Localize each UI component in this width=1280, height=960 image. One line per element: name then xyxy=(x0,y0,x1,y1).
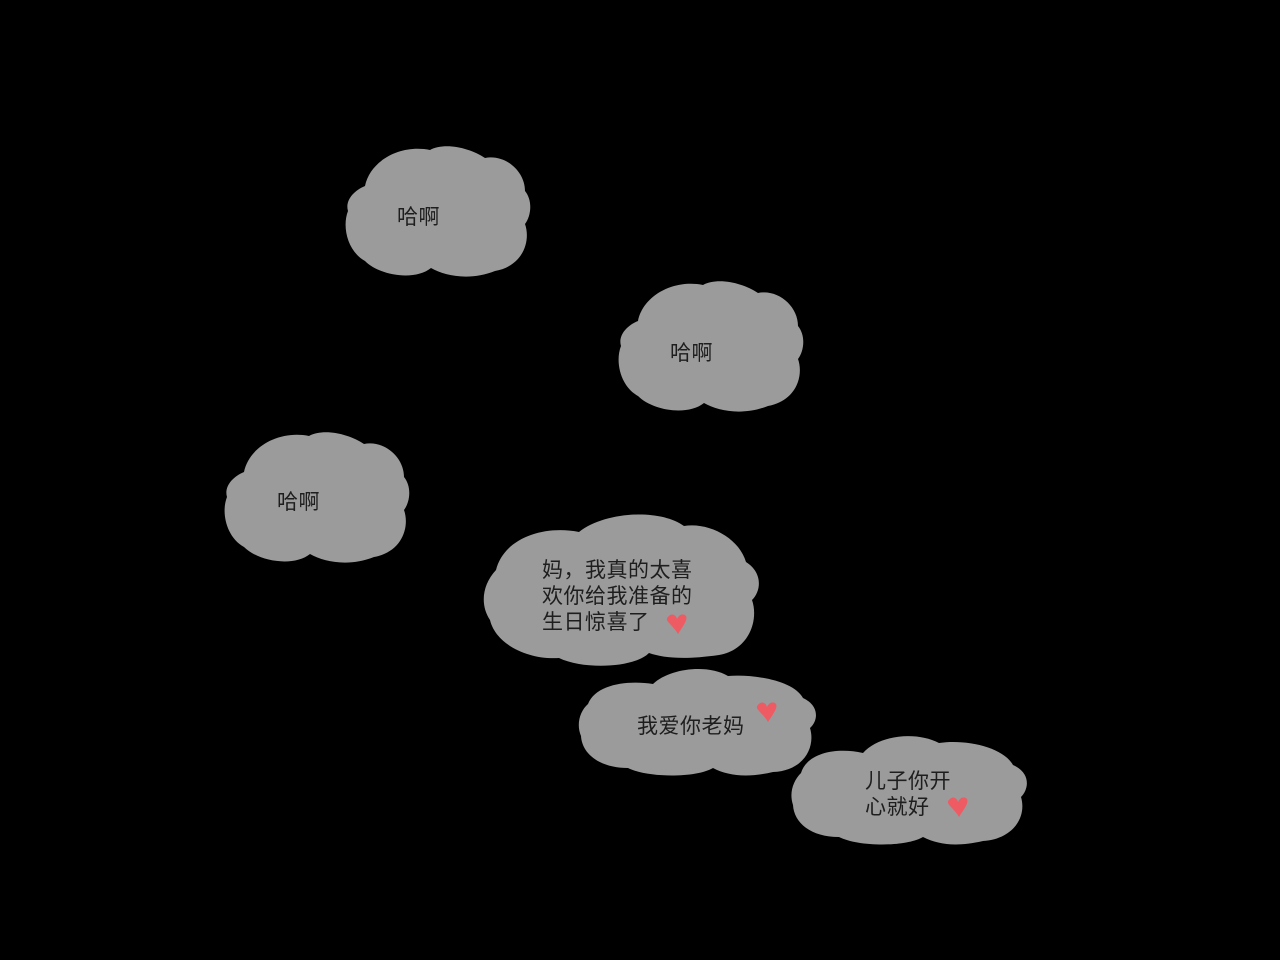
heart-icon xyxy=(756,702,777,722)
bubble-line: 生日惊喜了 xyxy=(542,610,650,634)
cloud-shape xyxy=(618,281,804,412)
heart-icon xyxy=(666,614,687,634)
speech-bubble-1: 哈啊 xyxy=(345,146,531,278)
speech-bubble-4: 妈，我真的太喜 欢你给我准备的 生日惊喜了 xyxy=(483,510,760,667)
bubble-line: 儿子你开 xyxy=(865,769,951,793)
bubble-text: 哈啊 xyxy=(670,340,713,366)
cloud-shape xyxy=(224,432,410,563)
bubble-text: 哈啊 xyxy=(397,204,440,230)
bubble-line: 心就好 xyxy=(865,795,930,819)
bubble-line: 妈，我真的太喜 xyxy=(542,558,693,582)
bubble-line: 哈啊 xyxy=(397,205,440,229)
bubble-text: 我爱你老妈 xyxy=(637,713,745,739)
bubble-text: 妈，我真的太喜 欢你给我准备的 生日惊喜了 xyxy=(542,557,693,635)
bubble-line: 哈啊 xyxy=(277,490,320,514)
speech-bubble-5: 我爱你老妈 xyxy=(578,666,818,776)
bubble-text: 哈啊 xyxy=(277,489,320,515)
speech-bubble-6: 儿子你开 心就好 xyxy=(791,733,1029,845)
speech-bubble-2: 哈啊 xyxy=(618,281,804,414)
cloud-shape xyxy=(483,514,759,666)
heart-icon xyxy=(947,797,968,817)
cloud-shape xyxy=(578,669,816,776)
cloud-shape xyxy=(345,146,531,277)
cloud-shape xyxy=(791,736,1027,845)
bubble-line: 哈啊 xyxy=(670,341,713,365)
speech-bubble-3: 哈啊 xyxy=(224,432,410,566)
bubble-text: 儿子你开 心就好 xyxy=(865,768,951,820)
bubble-line: 欢你给我准备的 xyxy=(542,584,693,608)
bubble-line: 我爱你老妈 xyxy=(637,714,745,738)
